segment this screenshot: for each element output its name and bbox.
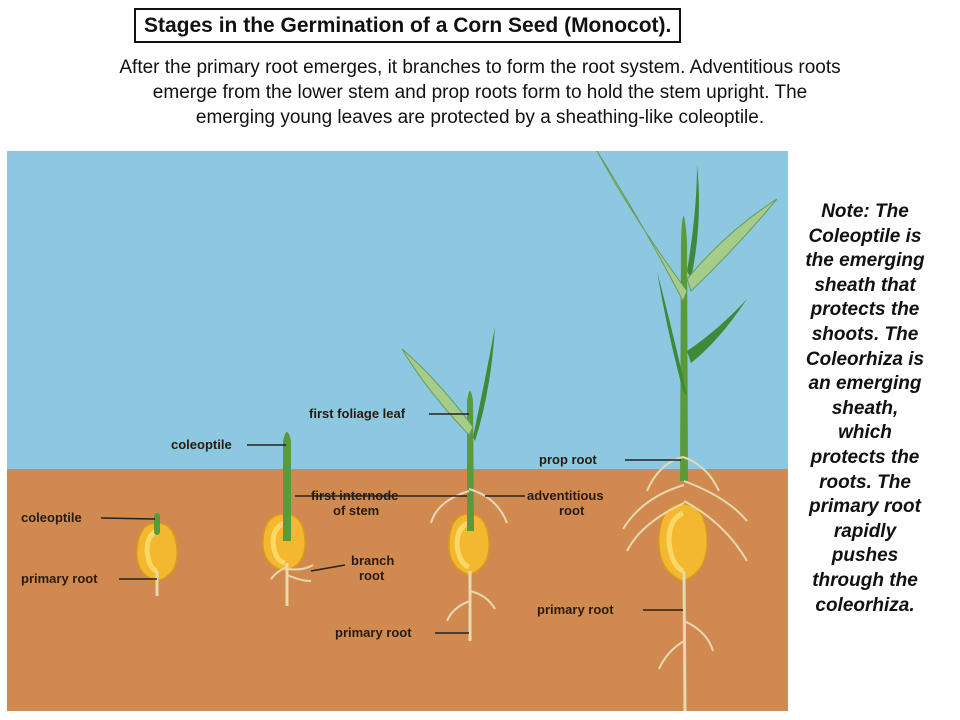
- prop-and-adventitious-roots-stage-4: [622, 456, 748, 670]
- leaf-top-stage-4: [687, 165, 699, 279]
- leaf-upper-right-stage-4: [686, 198, 778, 292]
- sky-background: [7, 151, 788, 469]
- intro-line: emerging young leaves are protected by a…: [195, 107, 765, 128]
- label-adventitious-root-line2: root: [559, 503, 585, 518]
- note-line: an emerging: [808, 373, 922, 395]
- label-coleoptile-stage-1: coleoptile: [21, 510, 82, 525]
- label-primary-root-stage-1: primary root: [21, 571, 98, 586]
- label-adventitious-root: adventitious: [527, 488, 604, 503]
- note-line: protects the: [810, 446, 920, 468]
- note-sidebar: Note: The Coleoptile is the emerging she…: [770, 200, 960, 618]
- germination-illustration: coleoptile primary root coleoptile first…: [7, 151, 788, 711]
- germination-diagram: coleoptile primary root coleoptile first…: [7, 151, 788, 711]
- leaf-upper-left-stage-4: [596, 151, 688, 303]
- coleoptile-stage-2: [283, 432, 291, 541]
- stem-stage-3: [467, 391, 474, 531]
- note-line: Coleorhiza is: [805, 348, 925, 370]
- label-primary-root-stage-2: primary root: [335, 625, 412, 640]
- foliage-leaf-dark-stage-3: [473, 327, 495, 441]
- stage-2-seedling: coleoptile first internode of stem branc…: [171, 432, 421, 606]
- label-first-internode-stage-2: first internode: [311, 488, 398, 503]
- label-primary-root-stage-4: primary root: [537, 602, 614, 617]
- label-branch-root-stage-2-line2: root: [359, 568, 385, 583]
- label-branch-root-stage-2: branch: [351, 553, 394, 568]
- note-line: sheath that: [814, 274, 916, 296]
- label-prop-root: prop root: [539, 452, 597, 467]
- leader-line: [100, 517, 156, 520]
- note-line: rapidly: [833, 520, 897, 542]
- intro-line: emerge from the lower stem and prop root…: [152, 82, 808, 103]
- stage-4-seedling: prop root primary root: [537, 151, 778, 711]
- note-line: the emerging: [805, 250, 925, 272]
- label-first-internode-stage-2-line2: of stem: [333, 503, 379, 518]
- intro-paragraph: After the primary root emerges, it branc…: [20, 55, 940, 130]
- leaf-mid-right-stage-4: [687, 299, 747, 363]
- note-line: through the: [812, 569, 918, 591]
- note-line: sheath,: [831, 397, 899, 419]
- intro-line: After the primary root emerges, it branc…: [119, 57, 841, 78]
- note-line: coleorhiza.: [815, 594, 915, 616]
- leaf-mid-left-stage-4: [657, 271, 687, 395]
- label-coleoptile-stage-2: coleoptile: [171, 437, 232, 452]
- note-line: Note: The: [821, 201, 909, 222]
- page-title: Stages in the Germination of a Corn Seed…: [134, 8, 682, 43]
- note-line: which: [838, 422, 892, 444]
- leader-line: [310, 564, 346, 572]
- soil-background: [7, 469, 788, 711]
- branch-root-stage-2: [270, 564, 314, 582]
- stem-stage-4: [680, 216, 688, 481]
- adventitious-roots-stage-3: [430, 488, 508, 622]
- stage-1-seedling: coleoptile primary root: [21, 510, 178, 596]
- note-line: roots. The: [819, 471, 911, 493]
- note-line: protects the: [810, 299, 920, 321]
- note-line: shoots. The: [811, 323, 919, 345]
- note-line: primary root: [809, 496, 921, 518]
- label-first-foliage-leaf: first foliage leaf: [309, 406, 406, 421]
- seed-stage-2: [262, 513, 306, 572]
- note-line: Coleoptile is: [808, 225, 922, 247]
- stage-3-seedling: first foliage leaf adventitious root pri…: [309, 327, 604, 641]
- primary-root-stage-4: [682, 570, 687, 711]
- note-line: pushes: [831, 545, 899, 567]
- coleoptile-stage-1: [154, 513, 160, 535]
